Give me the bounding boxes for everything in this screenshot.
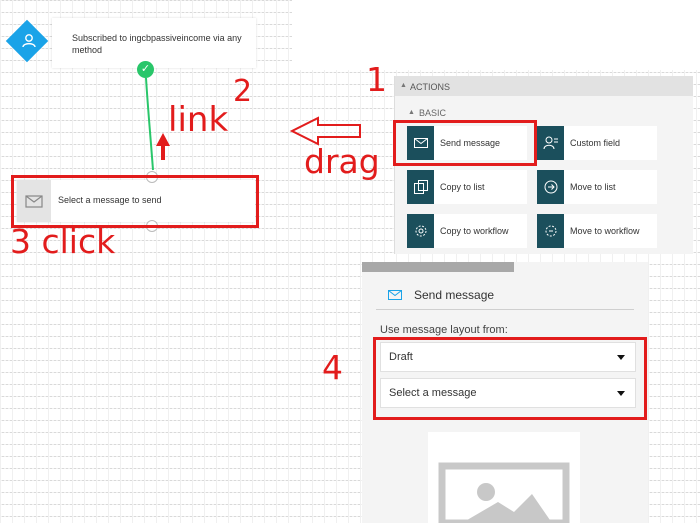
envelope-icon — [25, 195, 43, 208]
action-tile-send-message[interactable]: Send message — [407, 126, 527, 160]
highlight-action-node — [11, 175, 259, 228]
tile-label: Copy to workflow — [440, 226, 509, 236]
action-node-label: Select a message to send — [58, 195, 162, 205]
annotation-step-1: 1 — [366, 60, 387, 99]
gear-move-icon — [537, 214, 564, 248]
message-select[interactable]: Select a message — [380, 378, 636, 408]
layout-source-select[interactable]: Draft — [380, 342, 636, 372]
action-tile-custom-field[interactable]: Custom field — [537, 126, 657, 160]
annotation-step-4: 4 — [322, 348, 343, 387]
action-tile-copy-to-workflow[interactable]: Copy to workflow — [407, 214, 527, 248]
gear-copy-icon — [407, 214, 434, 248]
annotation-step-2: 2 — [233, 74, 253, 109]
collapse-triangle-icon: ▲ — [400, 82, 407, 89]
section-triangle-icon: ▲ — [408, 109, 415, 116]
tile-label: Send message — [440, 138, 501, 148]
envelope-icon — [388, 290, 402, 300]
canvas-blank-area — [292, 0, 700, 70]
properties-title: Send message — [414, 288, 495, 302]
action-node-icon-box — [17, 180, 51, 222]
annotation-link: link — [168, 100, 229, 140]
message-preview — [428, 432, 580, 527]
chevron-down-icon — [617, 355, 625, 360]
arrow-circle-icon — [537, 170, 564, 204]
check-icon: ✓ — [137, 61, 154, 78]
annotation-step-3: 3 click — [10, 222, 116, 261]
actions-panel-header[interactable]: ▲ ACTIONS — [395, 76, 693, 96]
copy-icon — [407, 170, 434, 204]
image-placeholder-icon — [438, 462, 570, 527]
trigger-node[interactable]: Subscribed to ingcbpassiveincome via any… — [52, 18, 256, 68]
message-select-value: Select a message — [389, 387, 477, 399]
properties-panel: Send message Use message layout from: Dr… — [362, 262, 648, 527]
highlight-send-message-tile — [393, 120, 537, 166]
chevron-down-icon — [617, 391, 625, 396]
action-tile-move-to-list[interactable]: Move to list — [537, 170, 657, 204]
tile-label: Move to workflow — [570, 226, 640, 236]
basic-section-label: BASIC — [419, 108, 447, 118]
actions-panel: ▲ ACTIONS ▲ BASIC Send message Custom fi… — [394, 76, 693, 254]
tile-label: Copy to list — [440, 182, 485, 192]
user-field-icon — [537, 126, 564, 160]
tile-label: Custom field — [570, 138, 621, 148]
action-tile-move-to-workflow[interactable]: Move to workflow — [537, 214, 657, 248]
user-icon — [22, 34, 36, 48]
properties-topbar — [362, 262, 514, 272]
tile-label: Move to list — [570, 182, 616, 192]
actions-header-label: ACTIONS — [410, 82, 451, 92]
annotation-drag: drag — [304, 142, 380, 181]
envelope-icon — [407, 126, 434, 160]
trigger-text: Subscribed to ingcbpassiveincome via any… — [72, 33, 242, 55]
divider — [376, 309, 634, 310]
action-node-send-message[interactable]: Select a message to send — [17, 180, 255, 222]
layout-select-value: Draft — [389, 351, 413, 363]
action-tile-copy-to-list[interactable]: Copy to list — [407, 170, 527, 204]
layout-source-label: Use message layout from: — [380, 324, 508, 336]
highlight-message-selects — [373, 337, 647, 420]
